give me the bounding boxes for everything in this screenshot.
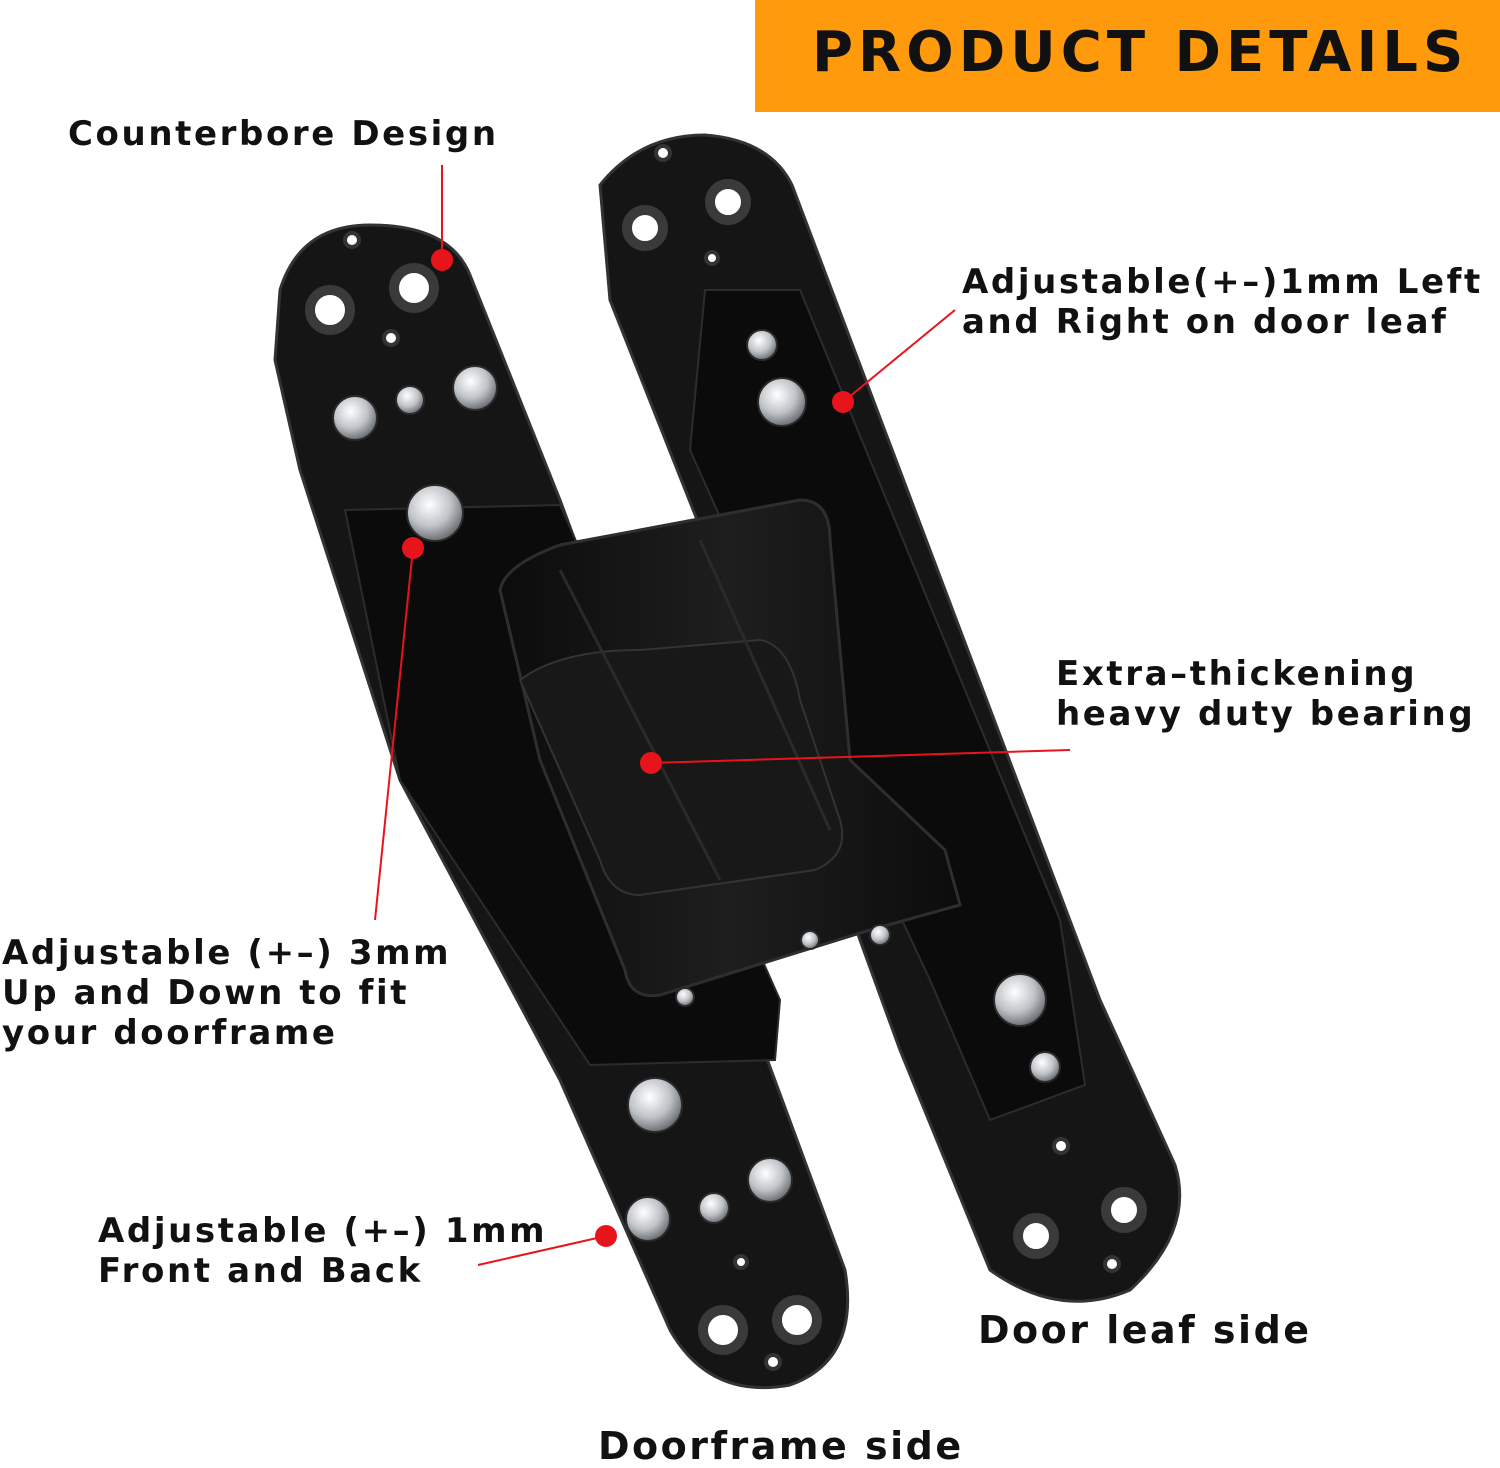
bearing-line-1: Extra–thickening (1056, 654, 1418, 694)
product-details-banner (755, 0, 1500, 112)
bearing-label: Extra–thickening heavy duty bearing (1056, 654, 1475, 734)
doorframe-side-label: Doorframe side (598, 1424, 964, 1468)
left-right-adjust-label: Adjustable(+–)1mm Left and Right on door… (962, 262, 1483, 342)
up-down-line-1: Adjustable (+–) 3mm (2, 933, 452, 973)
banner-title: PRODUCT DETAILS (812, 20, 1469, 85)
door-leaf-side-label: Door leaf side (978, 1308, 1312, 1352)
bearing-block (498, 498, 962, 998)
left-right-line-1: Adjustable(+–)1mm Left (962, 262, 1483, 302)
up-down-line-2: Up and Down to fit (2, 973, 410, 1013)
small-holes (343, 144, 1121, 1371)
front-back-adjust-label: Adjustable (+–) 1mm Front and Back (98, 1211, 547, 1291)
adjustment-screws (332, 329, 1061, 1242)
left-right-line-2: and Right on door leaf (962, 302, 1449, 342)
front-back-line-1: Adjustable (+–) 1mm (98, 1211, 548, 1251)
up-down-adjust-label: Adjustable (+–) 3mm Up and Down to fit y… (2, 933, 451, 1053)
marker-dot-icons (402, 249, 854, 1247)
counterbore-holes (305, 179, 1147, 1355)
bearing-line-2: heavy duty bearing (1056, 694, 1476, 734)
counterbore-label: Counterbore Design (68, 114, 499, 154)
up-down-line-3: your doorframe (2, 1013, 338, 1053)
leader-lines (374, 165, 1071, 1266)
front-back-line-2: Front and Back (98, 1251, 423, 1291)
